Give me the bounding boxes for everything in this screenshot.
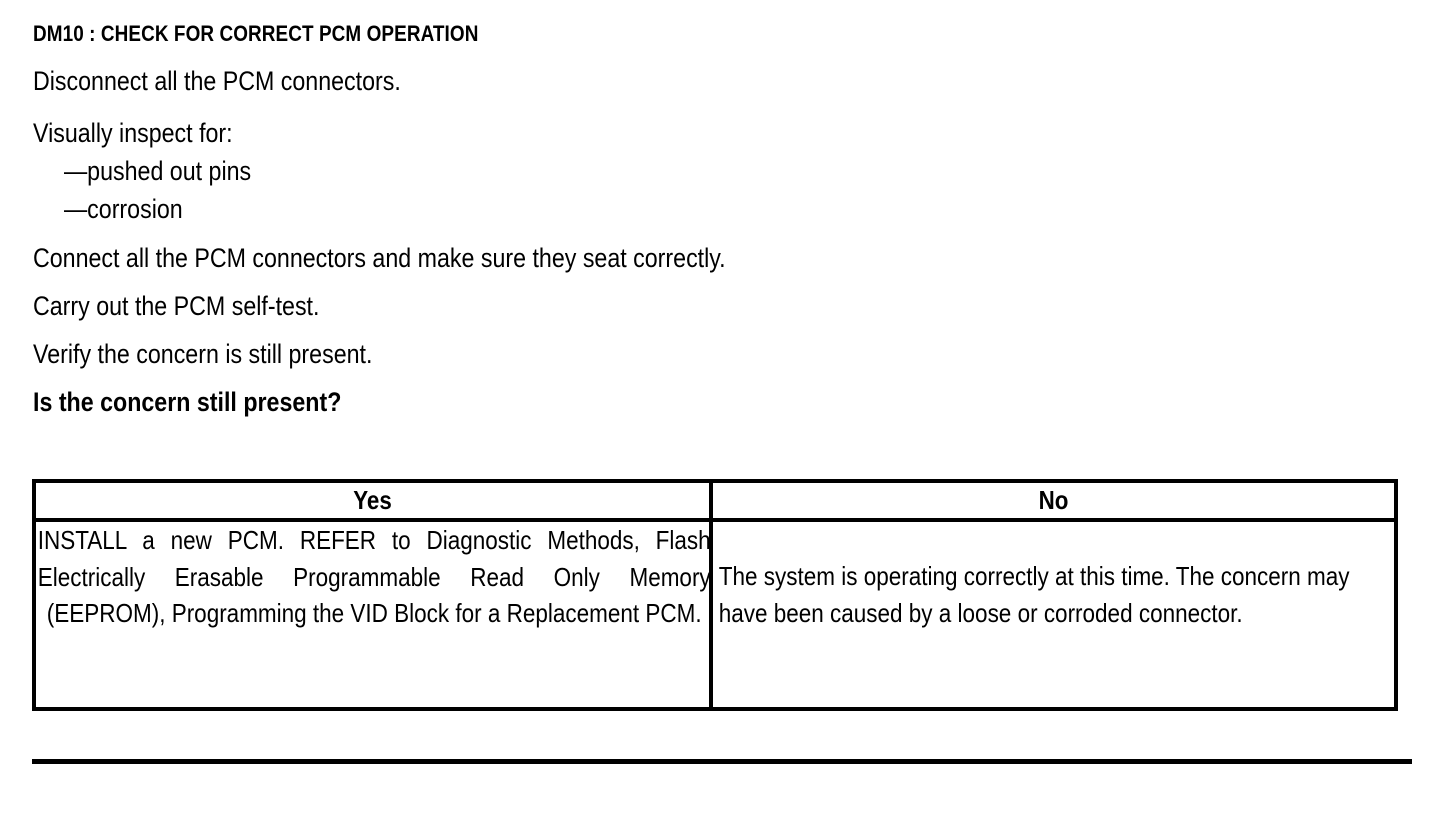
table-cell-yes: INSTALL a new PCM. REFER to Diagnostic M… — [36, 522, 713, 707]
decision-question: Is the concern still present? — [33, 387, 342, 417]
step-line-2: Visually inspect for: — [33, 118, 233, 148]
table-header-cell-no: No — [713, 483, 1394, 518]
column-header-no: No — [1038, 485, 1069, 515]
step-line-6: Carry out the PCM self-test. — [33, 291, 320, 321]
page-title: DM10 : CHECK FOR CORRECT PCM OPERATION — [33, 21, 479, 46]
step-line-7: Verify the concern is still present. — [33, 339, 373, 369]
table-cell-no: The system is operating correctly at thi… — [713, 522, 1394, 707]
step-line-1: Disconnect all the PCM connectors. — [33, 66, 401, 96]
decision-table: Yes No INSTALL a new PCM. REFER to Diagn… — [32, 479, 1398, 711]
procedure-steps: Disconnect all the PCM connectors. Visua… — [33, 66, 1413, 418]
step-line-3-bullet: —pushed out pins — [63, 156, 252, 186]
no-action-text: The system is operating correctly at thi… — [718, 561, 1350, 628]
table-header-cell-yes: Yes — [36, 483, 713, 518]
step-line-5: Connect all the PCM connectors and make … — [33, 243, 726, 273]
column-header-yes: Yes — [353, 485, 392, 515]
step-line-4-bullet: —corrosion — [63, 194, 183, 224]
table-row: INSTALL a new PCM. REFER to Diagnostic M… — [36, 522, 1394, 707]
table-header-row: Yes No — [36, 483, 1394, 522]
footer-rule — [32, 759, 1412, 764]
yes-action-text: INSTALL a new PCM. REFER to Diagnostic M… — [37, 525, 711, 628]
